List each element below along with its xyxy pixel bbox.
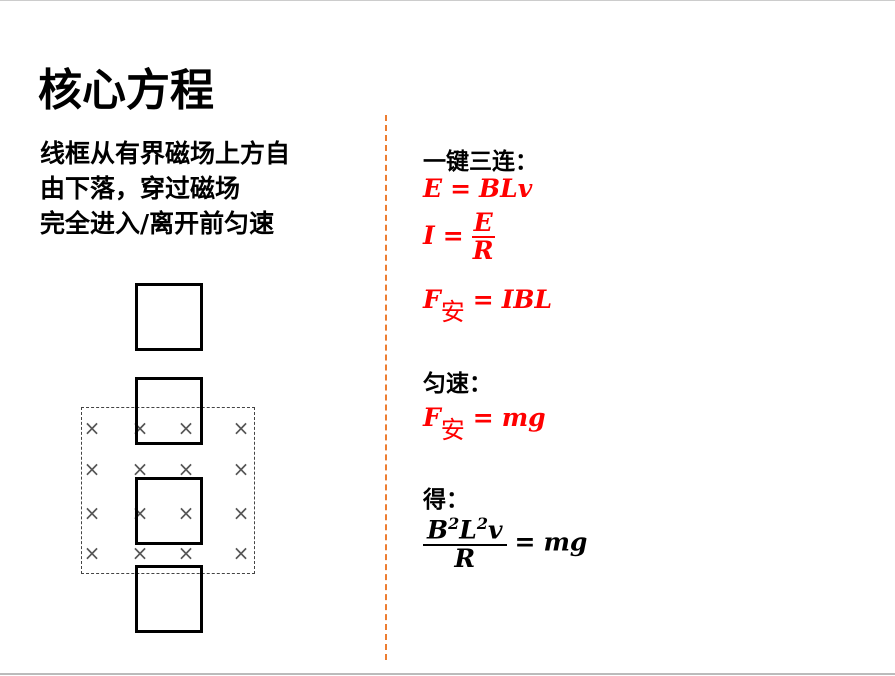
exponent: 2 [476,514,488,533]
eq-subscript: 安 [440,416,465,444]
field-into-page-mark: × [232,541,250,565]
eq-lhs: F [423,403,441,432]
eq-op: = [450,174,472,203]
eq-op: = [472,285,494,314]
field-into-page-mark: × [177,501,195,525]
exponent: 2 [448,514,460,533]
field-into-page-mark: × [131,457,149,481]
field-into-page-mark: × [232,457,250,481]
description-line: 由下落，穿过磁场 [40,174,241,203]
eq-rhs: BLv [479,174,533,203]
eq-op: = [514,527,536,557]
eq-rhs: mg [501,403,546,432]
field-into-page-mark: × [232,416,250,440]
description-line: 完全进入/离开前匀速 [40,209,275,238]
magnetic-field-region [81,407,255,574]
eq-op: = [472,403,494,432]
field-into-page-mark: × [83,541,101,565]
eq-rhs: mg [543,527,588,557]
coil-frame [135,565,203,633]
eq-lhs: F [423,285,441,314]
description-line: 线框从有界磁场上方自 [40,139,291,168]
field-into-page-mark: × [83,457,101,481]
section-label: 匀速： [423,371,492,397]
problem-description: 线框从有界磁场上方自 由下落，穿过磁场 完全进入/离开前匀速 [40,136,290,241]
section-label: 得： [423,487,469,513]
field-into-page-mark: × [232,501,250,525]
section-label: 一键三连： [423,149,538,175]
top-border [0,0,895,1]
equation-balance: F安=mg [423,398,546,444]
coil-frame [135,377,203,445]
eq-lhs: I [423,220,435,250]
field-into-page-mark: × [177,416,195,440]
field-into-page-mark: × [83,501,101,525]
field-into-page-mark: × [177,457,195,481]
field-into-page-mark: × [177,541,195,565]
var-l: L [459,515,477,545]
field-into-page-mark: × [83,416,101,440]
denominator: R [454,543,476,573]
equation-ampere-force: F安=IBL [423,280,553,326]
equation-emf: E=BLv [423,174,532,203]
bottom-border [0,673,895,675]
eq-subscript: 安 [440,298,465,326]
slide-title: 核心方程 [38,65,214,116]
coil-frame [135,283,203,351]
eq-rhs: IBL [501,285,553,314]
numerator: B2L2v [423,514,507,546]
column-divider [385,115,387,660]
numerator: E [471,208,495,239]
eq-op: = [442,220,464,250]
var-b: B [427,515,449,545]
field-into-page-mark: × [131,541,149,565]
var-v: v [488,515,503,545]
denominator: R [472,236,494,266]
coil-frame [135,477,203,545]
eq-lhs: E [423,174,443,203]
